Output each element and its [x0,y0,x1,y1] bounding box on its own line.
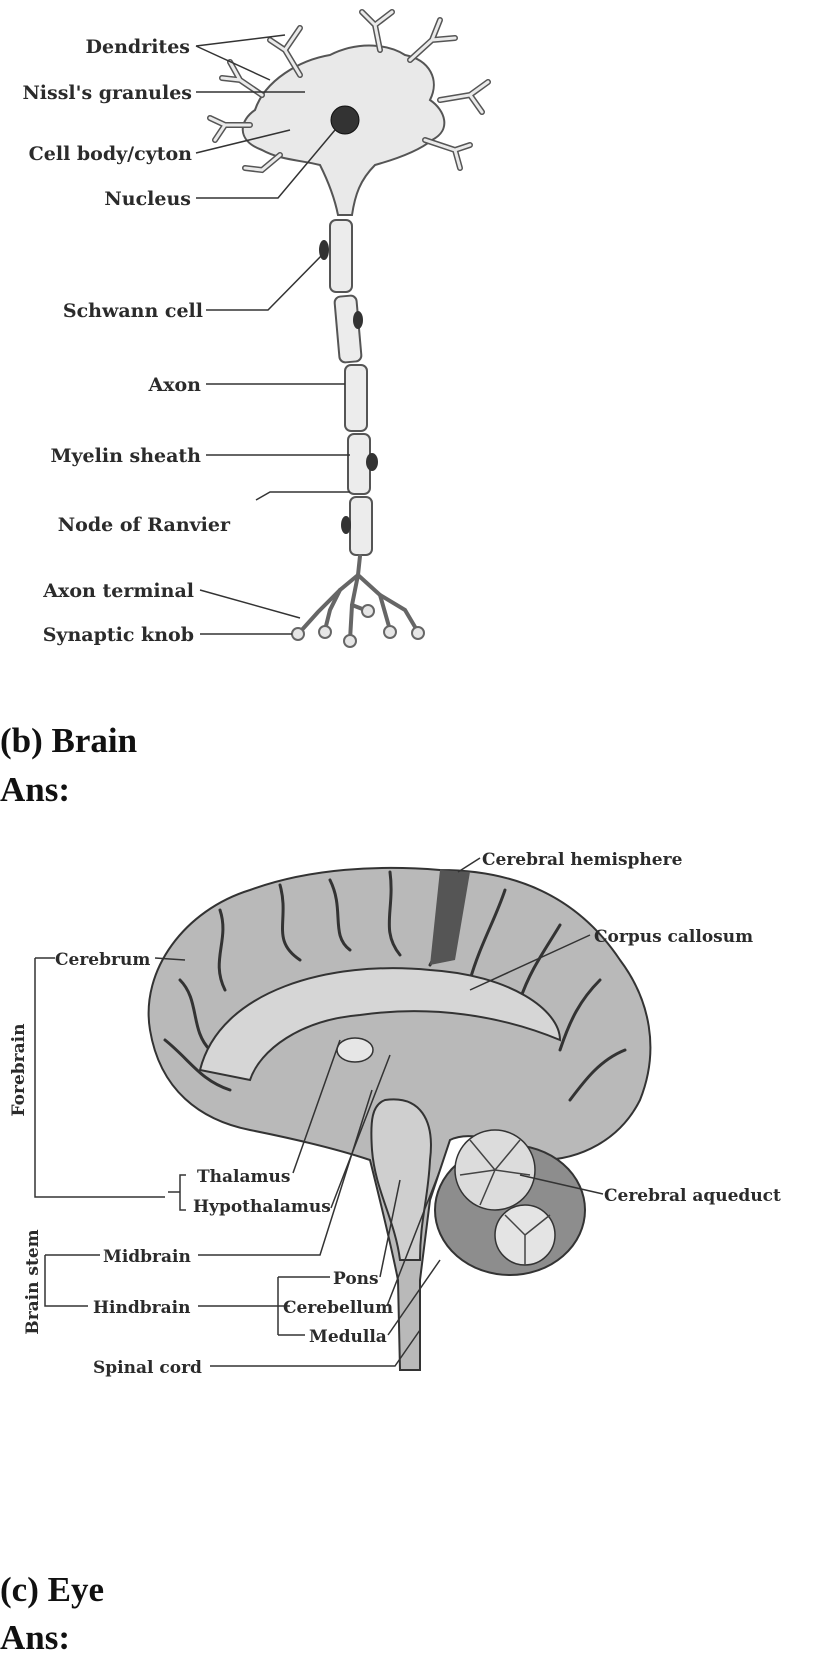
neuron-leader-lines [195,34,350,635]
axon-shape [329,219,373,556]
label-hypothalamus: Hypothalamus [193,1197,331,1217]
label-cerebral-hemisphere: Cerebral hemisphere [482,850,683,870]
brain-heading: (b) Brain [0,721,138,760]
label-cell-body: Cell body/cyton [29,143,193,165]
schwann-nuclei [319,240,378,534]
brain-brackets [34,957,330,1336]
label-hindbrain: Hindbrain [93,1298,190,1318]
label-cerebrum: Cerebrum [55,950,150,970]
label-synaptic-knob: Synaptic knob [43,624,194,646]
hemisphere-band [430,870,470,965]
label-medulla: Medulla [309,1327,387,1347]
label-forebrain: Forebrain [9,1024,29,1117]
eye-ans-label: Ans: [0,1618,71,1657]
synaptic-knobs [291,604,425,648]
label-nissl-granules: Nissl's granules [22,82,192,104]
neuron-diagram: Dendrites Nissl's granules Cell body/cyt… [22,9,491,648]
label-brain-stem: Brain stem [23,1229,43,1334]
label-thalamus: Thalamus [197,1167,290,1187]
label-cerebellum: Cerebellum [283,1298,393,1318]
nucleus-shape [330,105,360,135]
axon-terminal-shape [298,554,420,642]
label-nucleus: Nucleus [104,188,191,210]
label-axon-terminal: Axon terminal [42,580,194,602]
label-myelin-sheath: Myelin sheath [50,445,201,467]
label-cerebral-aqueduct: Cerebral aqueduct [604,1186,781,1206]
label-node-of-ranvier: Node of Ranvier [58,514,231,536]
label-dendrites: Dendrites [86,36,190,58]
label-pons: Pons [333,1269,379,1289]
brain-ans-label: Ans: [0,770,71,809]
dendrite-branches-inner [208,10,490,172]
brain-diagram: Cerebral hemisphere Corpus callosum Cere… [9,850,781,1378]
brain-leader-lines [154,857,604,1367]
label-axon: Axon [147,374,201,396]
label-corpus-callosum: Corpus callosum [594,927,753,947]
label-midbrain: Midbrain [103,1247,191,1267]
label-spinal-cord: Spinal cord [93,1358,202,1378]
corpus-callosum-shape [198,967,562,1082]
label-schwann-cell: Schwann cell [63,300,203,322]
cerebellum-shape [434,1129,586,1276]
eye-heading: (c) Eye [0,1570,104,1609]
thalamus-shape [336,1037,374,1063]
brainstem-shape [370,1098,432,1261]
